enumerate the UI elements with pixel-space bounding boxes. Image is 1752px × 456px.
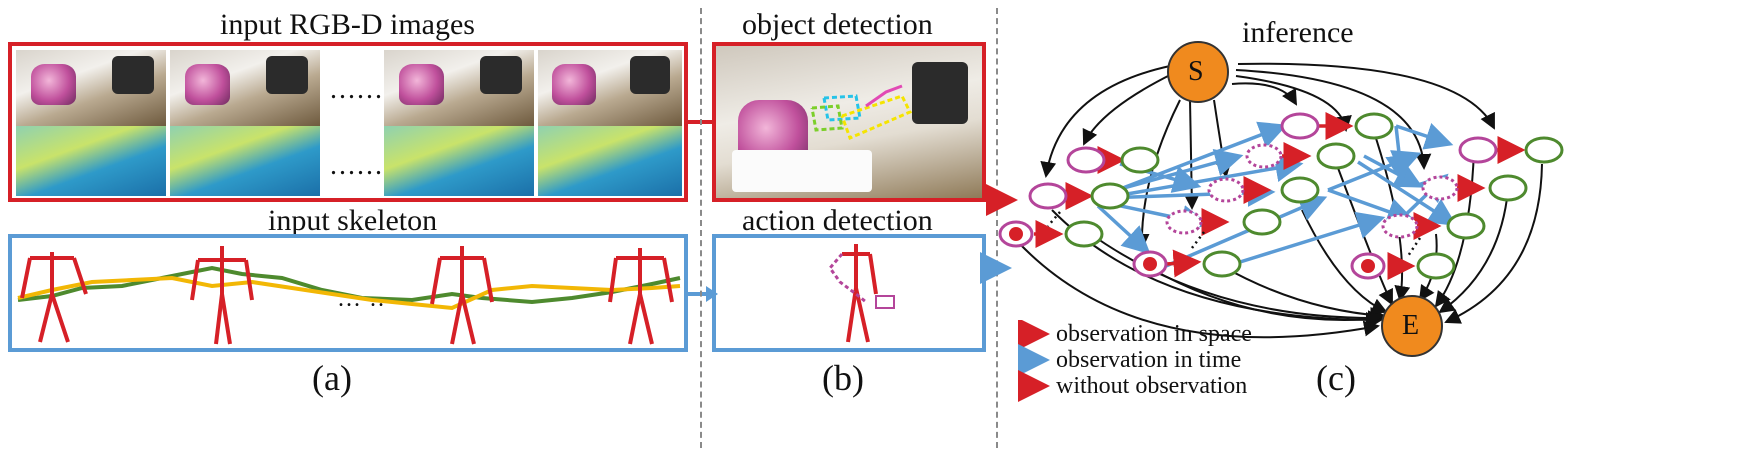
chair-shape — [912, 62, 968, 124]
backpack-shape — [31, 63, 76, 106]
object-detection-image — [716, 46, 982, 198]
skeleton-figure-2 — [190, 246, 254, 345]
action-arm-trail — [828, 253, 867, 304]
chair-shape — [480, 56, 522, 95]
backpack-shape — [552, 63, 596, 106]
skeleton-figure-4 — [608, 248, 674, 345]
legend-label-time: observation in time — [1056, 347, 1242, 373]
action-skeleton — [828, 244, 895, 343]
skeleton-nodes — [1064, 112, 1564, 280]
skeleton-ellipsis: ... .. — [338, 286, 386, 312]
caption-a: (a) — [312, 358, 352, 398]
chair-shape — [112, 56, 154, 95]
start-node — [1167, 41, 1229, 103]
detection-boxes — [810, 84, 913, 141]
rgb-image — [170, 50, 320, 126]
unobserved-edges — [1200, 142, 1486, 240]
rgbd-thumbnail-4 — [538, 50, 682, 196]
depth-image — [170, 125, 320, 196]
backpack-shape — [399, 63, 444, 106]
skeleton-figure-1 — [20, 252, 88, 343]
rgbd-ellipsis-top: ...... — [330, 74, 384, 105]
rgbd-ellipsis-bottom: ...... — [330, 150, 384, 181]
rgbd-frame: ...... ...... — [8, 42, 688, 202]
chair-shape — [630, 56, 671, 95]
object-cube — [875, 295, 895, 309]
chair-shape — [266, 56, 308, 95]
skeleton-title: input skeleton — [268, 204, 438, 237]
detection-box-yellow — [840, 94, 913, 141]
rgb-image — [16, 50, 166, 126]
space-edges — [1034, 112, 1526, 280]
skeleton-frame: ... .. — [8, 234, 688, 352]
rgbd-thumbnail-1 — [16, 50, 166, 196]
action-detection-title: action detection — [742, 204, 933, 237]
depth-image — [16, 125, 166, 196]
object-detection-title: object detection — [742, 8, 933, 41]
skeleton-drawing — [17, 246, 681, 345]
rgbd-thumbnail-2 — [170, 50, 320, 196]
end-node — [1381, 295, 1443, 357]
rgb-image — [538, 50, 682, 126]
unobserved-nodes — [1165, 143, 1459, 239]
end-node-label: E — [1402, 310, 1420, 341]
hand-action-nodes — [998, 220, 1386, 280]
trajectory-yellow — [17, 275, 681, 311]
rgbd-title: input RGB-D images — [220, 8, 475, 41]
legend-label-unobserved: without observation — [1056, 373, 1248, 399]
caption-b: (b) — [822, 358, 864, 398]
depth-image — [538, 125, 682, 196]
observed-object-nodes — [1028, 112, 1498, 210]
rgb-image — [384, 50, 534, 126]
skeleton-figure-3 — [430, 246, 494, 345]
detection-box-green — [810, 104, 844, 132]
action-detection-frame — [712, 234, 986, 352]
rgbd-thumbnail-3 — [384, 50, 534, 196]
legend-label-space: observation in space — [1056, 321, 1252, 347]
detection-hand-trail — [865, 84, 903, 108]
start-node-label: S — [1188, 56, 1204, 87]
object-detection-frame — [712, 42, 986, 202]
backpack-shape — [185, 63, 230, 106]
table-shape — [732, 150, 872, 192]
depth-image — [384, 125, 534, 196]
legend-swatches — [1018, 320, 1050, 402]
inference-title: inference — [1242, 16, 1354, 49]
separator-bc — [996, 8, 998, 448]
ellipsis-dots — [1047, 211, 1422, 257]
separator-ab — [700, 8, 702, 448]
caption-c: (c) — [1316, 358, 1356, 398]
